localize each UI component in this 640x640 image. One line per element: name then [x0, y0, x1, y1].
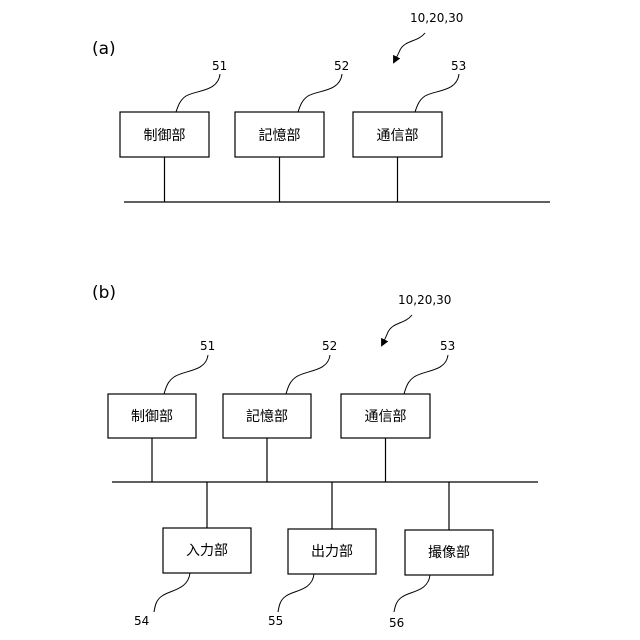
figure-b-block-memory-leader — [286, 355, 330, 394]
figure-b-block-output-leader — [278, 574, 314, 612]
figure-a-block-control: 制御部 51 — [120, 59, 227, 202]
figure-b-block-input-label: 入力部 — [186, 543, 228, 559]
figure-b-device-ref-arrow — [382, 315, 412, 345]
figure-b-block-output-ref: 55 — [268, 614, 283, 628]
figure-b-block-communication-label: 通信部 — [365, 409, 407, 425]
figure-b-block-output-label: 出力部 — [311, 544, 353, 560]
figure-b-block-imaging-label: 撮像部 — [428, 544, 470, 561]
figure-b-block-output: 出力部 55 — [268, 482, 376, 628]
figure-b-block-imaging-ref: 56 — [389, 616, 404, 630]
figure-a-block-communication-ref: 53 — [451, 59, 466, 73]
figure-a-block-control-label: 制御部 — [144, 128, 186, 144]
figure-a-device-ref: 10,20,30 — [410, 11, 463, 25]
figure-a-block-memory-leader — [298, 74, 342, 112]
figure-b-block-control: 制御部 51 — [108, 339, 215, 482]
figure-b-block-communication-leader — [404, 355, 448, 394]
figure-a-device-ref-arrow — [394, 33, 425, 62]
figure-a-label: (a) — [92, 39, 116, 59]
figure-a-block-control-leader — [176, 74, 220, 112]
figure-b: (b) 10,20,30 制御部 51 記憶部 52 通信部 53 — [92, 283, 538, 630]
figure-b-block-input-leader — [154, 573, 190, 612]
figure-a-block-communication-label: 通信部 — [377, 128, 419, 144]
figure-b-block-input-ref: 54 — [134, 614, 149, 628]
figure-b-block-communication: 通信部 53 — [341, 339, 455, 482]
figure-b-block-imaging: 撮像部 56 — [389, 482, 493, 630]
figure-b-block-imaging-leader — [394, 575, 430, 612]
figure-a-block-communication-leader — [415, 74, 459, 112]
figure-b-block-input: 入力部 54 — [134, 482, 251, 628]
figure-b-block-control-leader — [164, 355, 208, 394]
figure-a-block-memory: 記憶部 52 — [235, 59, 349, 202]
figure-b-block-control-ref: 51 — [200, 339, 215, 353]
figure-a-block-communication: 通信部 53 — [353, 59, 466, 202]
figure-a-block-memory-label: 記憶部 — [259, 127, 301, 144]
figure-b-block-memory-label: 記憶部 — [246, 408, 288, 425]
figure-a-block-control-ref: 51 — [212, 59, 227, 73]
figure-b-block-communication-ref: 53 — [440, 339, 455, 353]
figure-b-label: (b) — [92, 283, 116, 303]
figure-a-block-memory-ref: 52 — [334, 59, 349, 73]
figure-b-block-control-label: 制御部 — [131, 409, 173, 425]
figure-b-block-memory: 記憶部 52 — [223, 339, 337, 482]
figure-b-block-memory-ref: 52 — [322, 339, 337, 353]
figure-a: (a) 10,20,30 制御部 51 記憶部 52 通信部 53 — [92, 11, 550, 202]
figure-b-device-ref: 10,20,30 — [398, 293, 451, 307]
